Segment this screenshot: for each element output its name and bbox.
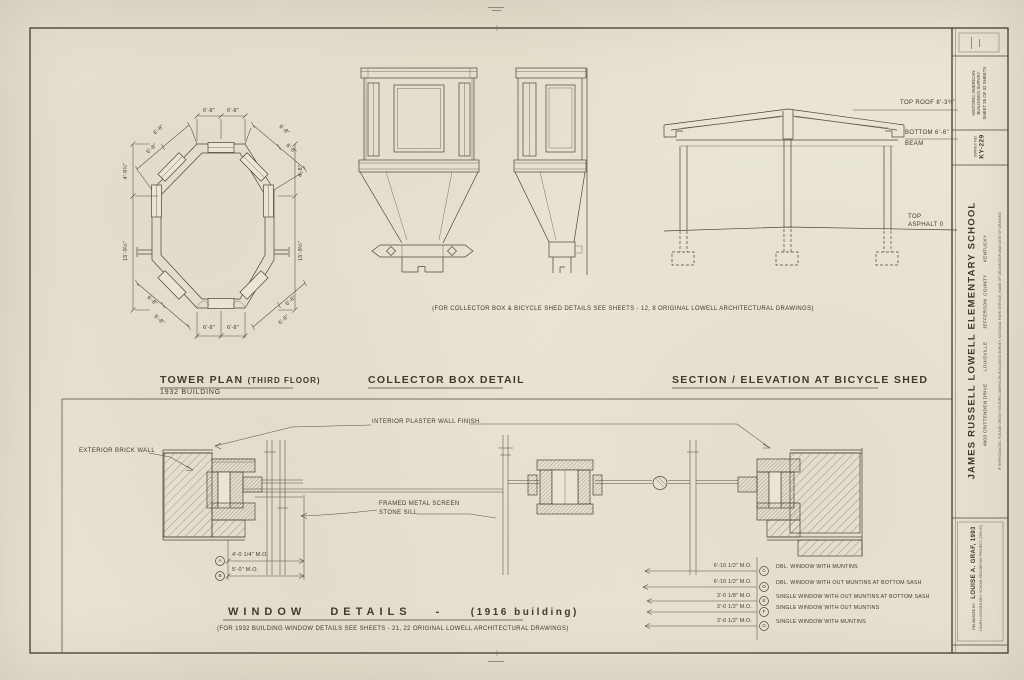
dim-b-letter: B: [218, 573, 222, 578]
tower-plan-title-main: TOWER PLAN: [160, 374, 244, 386]
tower-dim-right-upper: 4'-8": [298, 165, 304, 177]
schedule-desc-e: SINGLE WINDOW WITH OUT MUNTINS AT BOTTOM…: [776, 594, 930, 600]
schedule-dim-e: 3'-0 1/8" M.O.: [716, 592, 752, 599]
schedule-letter-f: F: [762, 609, 766, 614]
tower-dim-bottom-right: 6'-8": [227, 325, 239, 331]
schedule-desc-g: SINGLE WINDOW WITH MUNTINS: [776, 619, 866, 625]
dim-a-value: 4'-0 1/4" M.O.: [232, 552, 269, 558]
shed-label-asphalt: ASPHALT 0: [908, 222, 944, 228]
label-framed-metal-screen: FRAMED METAL SCREEN: [379, 501, 460, 507]
titleblock-survey-line3: SHEET 26 OF 32 SHEETS: [981, 66, 987, 120]
titleblock-survey-number: SURVEY NO. KY-229: [973, 130, 986, 164]
shed-label-top-roof: TOP ROOF 8'-3¾": [900, 100, 956, 106]
window-details-title-paren: (1916 building): [470, 607, 579, 618]
titleblock-delineator-name: LOUISE A. GRAF, 1993: [971, 526, 977, 599]
tower-dim-right-lower: 15'-9½": [298, 241, 304, 261]
top-edge-mark: [492, 10, 501, 11]
titleblock-form-mark: [971, 37, 972, 49]
titleblock-form-mark: [979, 39, 980, 47]
tower-plan-title: TOWER PLAN (THIRD FLOOR): [160, 374, 321, 386]
titleblock-survey: HISTORIC AMERICAN BUILDINGS SURVEY SHEET…: [971, 53, 987, 133]
top-edge-mark: [488, 7, 504, 8]
label-stone-sill: STONE SILL: [379, 510, 418, 516]
titleblock-delineator: DELINEATED BY LOUISE A. GRAF, 1993 LOWEL…: [968, 519, 984, 637]
dim-a-letter: A: [218, 558, 222, 563]
titleblock-structure-name: JAMES RUSSELL LOWELL ELEMENTARY SCHOOL: [966, 201, 978, 480]
window-details-note: (FOR 1932 BUILDING WINDOW DETAILS SEE SH…: [217, 626, 569, 632]
titleblock-delineator-label: DELINEATED BY: [972, 603, 976, 630]
schedule-dim-c: 6'-10 1/2" M.O.: [713, 562, 752, 569]
schedule-letter-e: E: [762, 598, 766, 603]
shed-label-bottom-beam: BOTTOM 6'-6": [905, 130, 949, 136]
tower-dim-left-lower: 15'-9½": [123, 241, 129, 261]
shed-label-top: TOP: [908, 214, 922, 220]
collector-shed-reference-note: (FOR COLLECTOR BOX & BICYCLE SHED DETAIL…: [432, 306, 814, 312]
window-details-title-main: WINDOW DETAILS -: [228, 606, 445, 618]
schedule-dim-d: 6'-10 1/2" M.O.: [713, 578, 752, 585]
collector-box-title: COLLECTOR BOX DETAIL: [368, 374, 525, 386]
schedule-dim-g: 3'-0 1/2" M.O.: [716, 617, 752, 624]
tower-dim-top-left: 6'-8": [203, 108, 215, 114]
schedule-desc-c: DBL. WINDOW WITH MUNTINS: [776, 564, 858, 570]
schedule-desc-f: SINGLE WINDOW WITH OUT MUNTINS: [776, 605, 880, 611]
label-interior-plaster: INTERIOR PLASTER WALL FINISH: [372, 419, 480, 425]
tower-dim-left-upper: 4'-9¾": [123, 162, 129, 180]
label-exterior-brick: EXTERIOR BRICK WALL: [79, 448, 156, 454]
bicycle-shed-title: SECTION / ELEVATION AT BICYCLE SHED: [672, 374, 929, 386]
schedule-dim-f: 3'-0 1/2" M.O.: [716, 603, 752, 610]
titleblock-survey-no: KY-229: [978, 134, 985, 159]
schedule-letter-c: C: [762, 568, 766, 573]
schedule-letter-d: D: [762, 584, 766, 589]
dim-b-value: 5'-0" M.O.: [232, 567, 259, 573]
shed-label-beam: BEAM: [905, 141, 924, 147]
bottom-edge-mark: [488, 661, 504, 662]
titleblock-credit-line: IF REPRODUCED, PLEASE CREDIT HISTORIC AM…: [998, 211, 1002, 471]
tower-dim-bottom-left: 6'-8": [203, 325, 215, 331]
window-details-title: WINDOW DETAILS - (1916 building): [228, 602, 579, 620]
schedule-letter-g: G: [762, 623, 766, 628]
tower-plan-title-suffix: (THIRD FLOOR): [247, 376, 321, 385]
tower-dim-top-right: 6'-8": [227, 108, 239, 114]
tower-plan-subtitle: 1932 BUILDING: [160, 389, 221, 396]
schedule-desc-d: DBL. WINDOW WITH OUT MUNTINS AT BOTTOM S…: [776, 580, 922, 586]
titleblock-address: 4603 CRITTENDEN DRIVE LOUISVILLE JEFFERS…: [982, 234, 988, 447]
titleblock-project-line: LOWELL ELEMENTARY SCHOOL RECORDING PROJE…: [978, 524, 983, 632]
